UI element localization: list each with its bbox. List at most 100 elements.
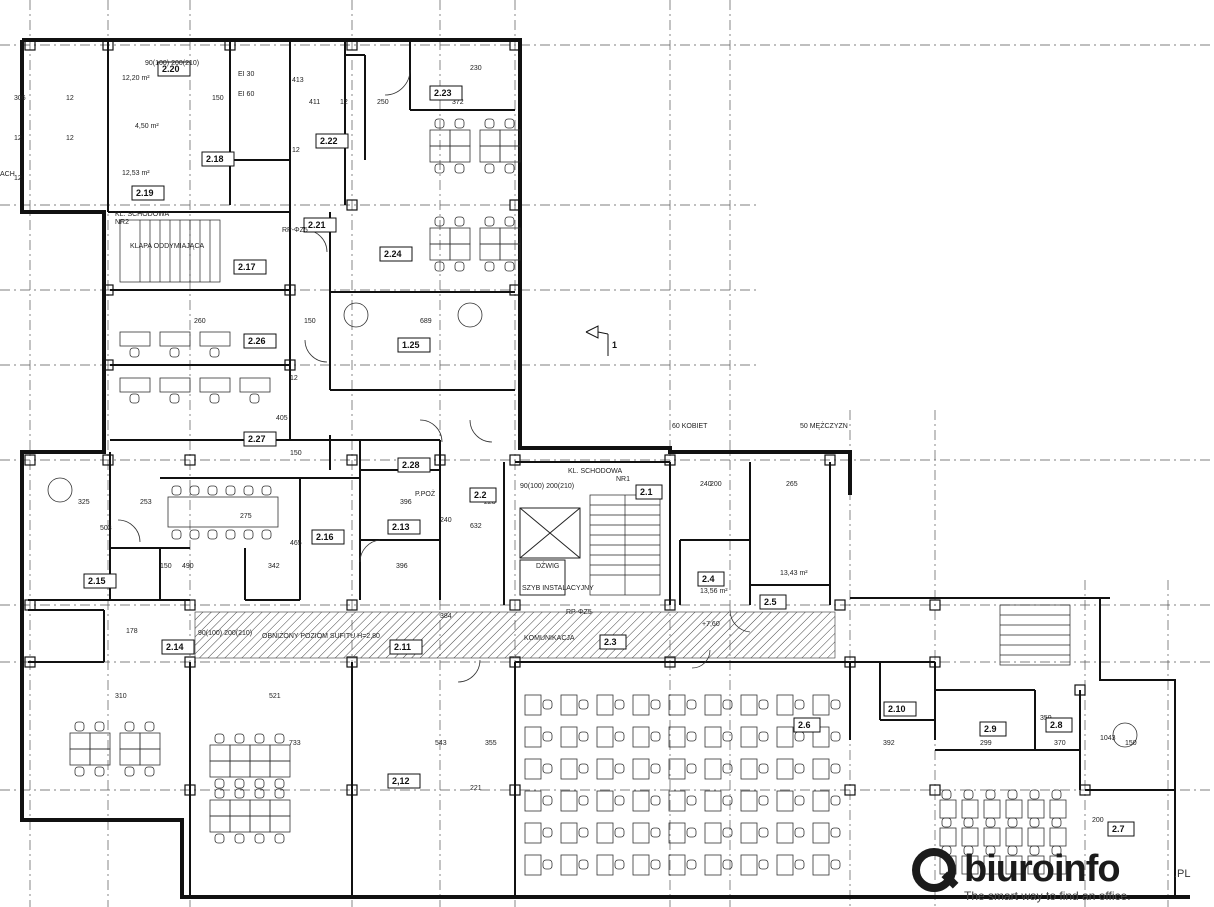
room-label-r213: 2.13: [387, 519, 421, 535]
smoke-vent-rp-2: RP-ΦZ5: [566, 609, 592, 616]
dimension-label: 543: [435, 740, 447, 747]
dimension-label: 342: [268, 563, 280, 570]
room-label-r24: 2.4: [697, 571, 725, 587]
level-mark: +7,60: [702, 621, 720, 628]
room-label-r220: 2.20: [157, 61, 191, 77]
room-number: 2.11: [394, 642, 411, 652]
room-number: 2.13: [392, 522, 410, 532]
room-number: 2.16: [316, 532, 334, 542]
dimension-label: 689: [420, 318, 432, 325]
dimension-label: 12: [14, 135, 22, 142]
annotations: KL. SCHODOWA NR2 KL. SCHODOWA NR1 KLAPA …: [0, 60, 848, 642]
room-label-r228: 2.28: [397, 457, 431, 473]
dimension-label: 240: [700, 481, 712, 488]
area-219b: 12,53 m²: [122, 170, 150, 177]
room-label-r28: 2.8: [1045, 717, 1073, 733]
dimension-label: 260: [194, 318, 206, 325]
room-label-r216: 2.16: [311, 529, 345, 545]
dimension-label: 503: [100, 525, 112, 532]
smoke-vent-rp-1: RP-ΦZ5: [282, 227, 308, 234]
area-220: 12,20 m²: [122, 75, 150, 82]
watermark-logo: biuroinfo .PL The smart way to find an o…: [912, 846, 1212, 906]
room-label-r223: 2.23: [429, 85, 463, 101]
dimension-label: 253: [140, 499, 152, 506]
room-label-r226: 2.26: [243, 333, 277, 349]
room-labels: 2.20 2.19 2.18 2.22 2.23 2.24 2.21 2.17 2.26 1.25…: [83, 61, 1135, 837]
room-label-r211: 2.11: [389, 639, 423, 655]
room-number: 2.18: [206, 154, 224, 164]
room-label-r215: 2.15: [83, 573, 117, 589]
logo-brand: biuroinfo: [964, 848, 1121, 890]
dimension-label: 411: [309, 99, 320, 106]
room-label-r26: 2.6: [793, 717, 821, 733]
dimension-label: 465: [290, 540, 302, 547]
room-label-r222: 2.22: [315, 133, 349, 149]
furniture-layout: [47, 118, 1138, 876]
dimension-label: 230: [470, 65, 482, 72]
room-number: 2.21: [308, 220, 326, 230]
room-label-r21: 2.1: [635, 484, 663, 500]
room-number: 2.7: [1112, 824, 1125, 834]
dimension-label: 392: [883, 740, 895, 747]
room-number: 2.19: [136, 188, 154, 198]
room-number: 2.10: [888, 704, 906, 714]
room-label-r219: 2.19: [131, 185, 165, 201]
elevator-label: DŹWIG: [536, 561, 559, 570]
room-label-r218: 2.18: [201, 151, 235, 167]
room-number: 2.8: [1050, 720, 1063, 730]
room-number: 2.1: [640, 487, 653, 497]
north-arrow-label: 1: [612, 340, 617, 350]
staircase-nr1: [589, 494, 661, 596]
fire-rating-note-1: EI 30: [238, 71, 254, 78]
corridor-label: KOMUNIKACJA: [524, 635, 575, 642]
dimension-label: 370: [1054, 740, 1066, 747]
room-label-r25: 2.5: [759, 594, 787, 610]
room-label-r224: 2.24: [379, 246, 413, 262]
room-number: 2.15: [88, 576, 106, 586]
dimension-label: 310: [115, 693, 127, 700]
dimension-label: 12: [292, 147, 300, 154]
ceiling-note: OBNIŻONY POZIOM SUFITU H=2,80: [262, 631, 380, 640]
dimension-label: 1043: [1100, 735, 1116, 742]
room-number: 2.5: [764, 597, 777, 607]
dimension-label: 150: [304, 318, 316, 325]
dimension-label: 372: [452, 99, 464, 106]
room-label-r212: 2,12: [387, 773, 421, 789]
room-label-r227: 2.27: [243, 431, 277, 447]
area-25: 13,43 m²: [780, 570, 808, 577]
dimension-label: 221: [470, 785, 482, 792]
room-number: 2.4: [702, 574, 715, 584]
room-number: 2.20: [162, 64, 180, 74]
dimension-label: 178: [126, 628, 138, 635]
fire-rating-note-2: EI 60: [238, 91, 254, 98]
dimension-label: 200: [1092, 817, 1104, 824]
north-arrow-icon: [585, 325, 609, 356]
room-number: 2.14: [166, 642, 184, 652]
room-number: 2.9: [984, 724, 997, 734]
dimension-label: 150: [290, 450, 302, 457]
edge-note-ach: ACH: [0, 171, 15, 178]
dimension-label: 306: [14, 95, 26, 102]
dimension-label: 12: [290, 375, 298, 382]
room-number: 2.26: [248, 336, 266, 346]
door-note-2: 90(100) 200(210): [520, 483, 574, 490]
dimension-label: 150: [160, 563, 172, 570]
room-label-r29: 2.9: [979, 721, 1007, 737]
room-number: 2.17: [238, 262, 256, 272]
smoke-vent-note: KLAPA ODDYMIAJĄCA: [130, 243, 205, 250]
dimension-label: 150: [212, 95, 224, 102]
dimension-label: 299: [980, 740, 992, 747]
room-number: 1.25: [402, 340, 420, 350]
staircase-nr2: [119, 219, 221, 283]
room-label-r27: 2.7: [1107, 821, 1135, 837]
dimension-label: 405: [276, 415, 288, 422]
room-number: 2.23: [434, 88, 452, 98]
dimension-label: 12: [66, 95, 74, 102]
room-label-r221: 2.21: [303, 217, 337, 233]
dimension-label: 396: [400, 499, 412, 506]
room-label-r214: 2.14: [161, 639, 195, 655]
fire-door-note: P.POŻ: [415, 489, 436, 498]
dimension-label: 275: [240, 513, 252, 520]
shaft-label: SZYB INSTALACYJNY: [522, 585, 594, 592]
